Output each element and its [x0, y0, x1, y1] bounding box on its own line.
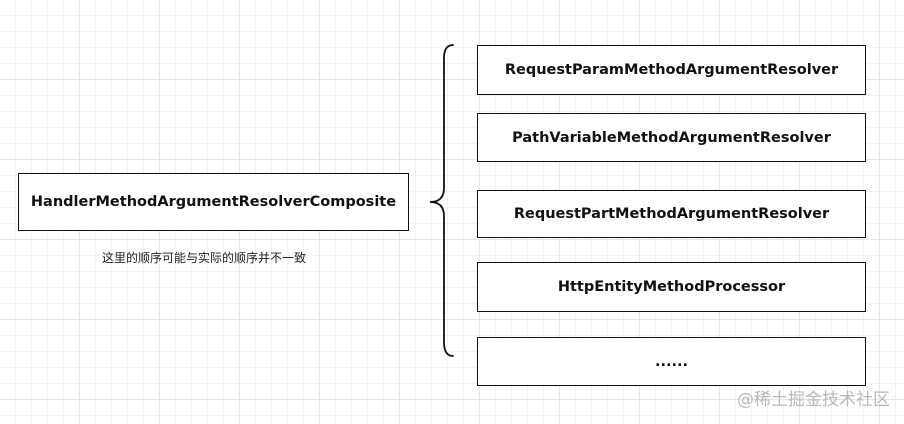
resolver-label: RequestParamMethodArgumentResolver [504, 62, 839, 78]
resolver-box: RequestPartMethodArgumentResolver [477, 190, 866, 238]
resolver-label: HttpEntityMethodProcessor [557, 279, 786, 295]
resolver-label: ...... [654, 353, 689, 370]
composite-box: HandlerMethodArgumentResolverComposite [18, 173, 409, 231]
resolver-box: ...... [477, 337, 866, 386]
resolver-label: RequestPartMethodArgumentResolver [513, 206, 830, 222]
resolver-box: RequestParamMethodArgumentResolver [477, 45, 866, 95]
resolver-label: PathVariableMethodArgumentResolver [512, 129, 831, 146]
resolver-box: HttpEntityMethodProcessor [477, 262, 866, 312]
composite-label: HandlerMethodArgumentResolverComposite [30, 194, 397, 210]
order-note: 这里的顺序可能与实际的顺序并不一致 [102, 251, 307, 265]
resolver-box: PathVariableMethodArgumentResolver [477, 113, 866, 162]
watermark: @稀土掘金技术社区 [737, 390, 890, 410]
